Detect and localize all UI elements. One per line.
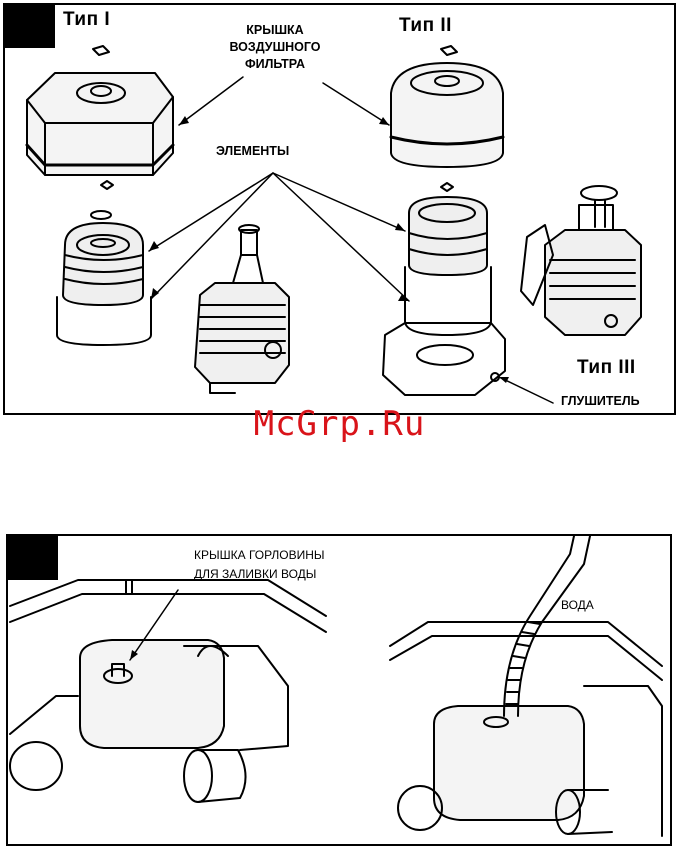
type-2-label: Тип II xyxy=(399,15,452,37)
elements-label: ЭЛЕМЕНТЫ xyxy=(216,143,289,160)
watermark: McGrp.Ru xyxy=(0,404,679,444)
type-3-label: Тип III xyxy=(577,357,636,379)
figure-water-filling: КРЫШКА ГОРЛОВИНЫ ДЛЯ ЗАЛИВКИ ВОДЫ ВОДА xyxy=(6,534,672,846)
type3-engine xyxy=(521,186,641,335)
filter-cover-label: КРЫШКА ВОЗДУШНОГО ФИЛЬТРА xyxy=(205,22,345,73)
type2-filter-element xyxy=(383,183,505,395)
figure-air-filter-types: Тип I Тип II Тип III КРЫШКА ВОЗДУШНОГО Ф… xyxy=(3,3,676,415)
type1-filter-cover xyxy=(27,46,173,175)
type1-filter-element xyxy=(57,181,151,345)
water-hose xyxy=(504,536,590,716)
water-label: ВОДА xyxy=(561,596,594,615)
filler-cap-label: КРЫШКА ГОРЛОВИНЫ ДЛЯ ЗАЛИВКИ ВОДЫ xyxy=(194,546,325,584)
type1-engine xyxy=(195,225,289,393)
left-view-tank xyxy=(10,580,326,802)
type2-filter-cover xyxy=(391,46,503,167)
type-1-label: Тип I xyxy=(63,9,110,31)
water-filling-illustration xyxy=(8,536,670,844)
